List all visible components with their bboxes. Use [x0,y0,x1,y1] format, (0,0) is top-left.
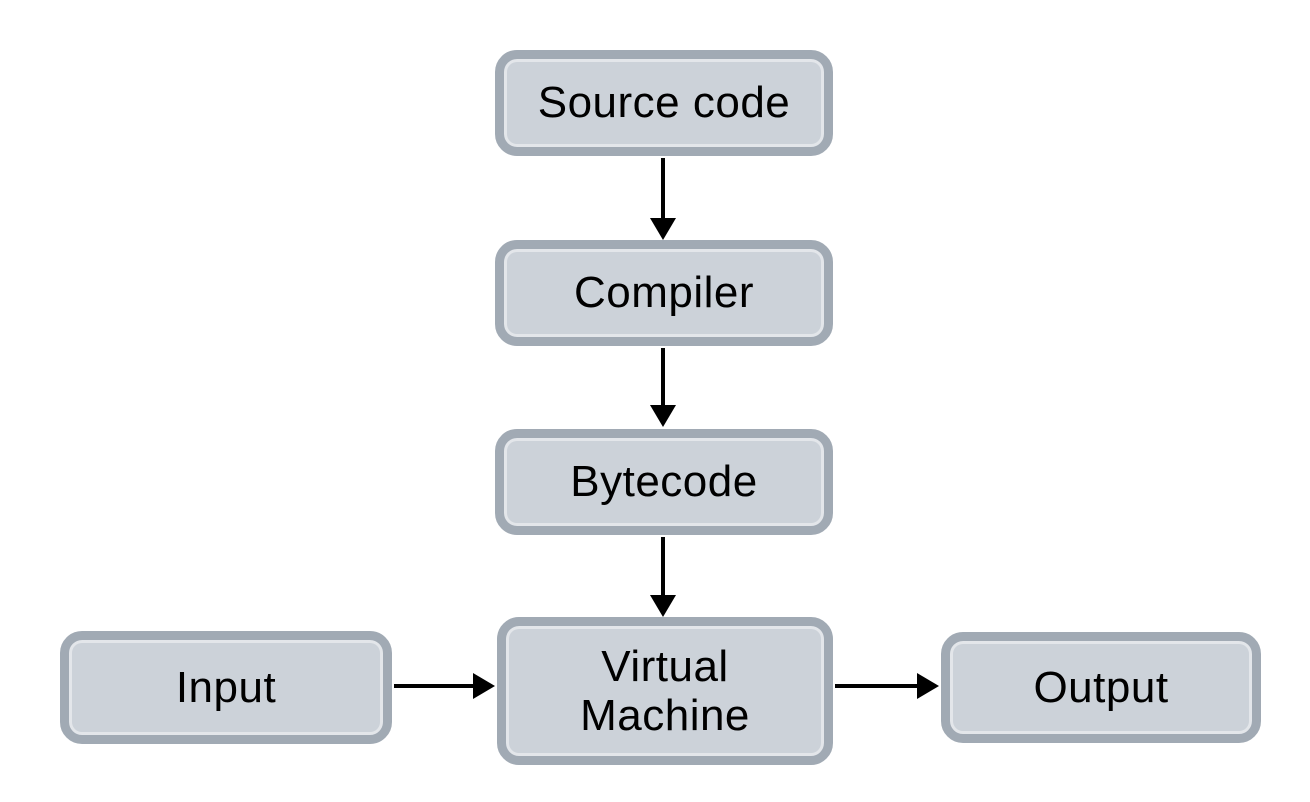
node-compiler: Compiler [495,240,833,346]
node-bytecode: Bytecode [495,429,833,535]
node-virtual-machine: Virtual Machine [497,617,833,765]
node-output: Output [941,632,1261,743]
arrow-vm-to-output [835,673,939,699]
arrow-bytecode-to-vm [650,537,676,617]
node-virtual-machine-label: Virtual Machine [580,641,750,740]
node-output-label: Output [1033,662,1169,712]
node-input-label: Input [175,662,277,712]
node-bytecode-label: Bytecode [570,457,758,507]
arrow-source-to-compiler [650,158,676,240]
node-source-code: Source code [495,50,833,156]
arrow-input-to-vm [394,673,495,699]
node-source-code-label: Source code [537,78,791,128]
node-input: Input [60,631,392,744]
node-compiler-label: Compiler [573,268,755,318]
arrow-compiler-to-bytecode [650,348,676,427]
